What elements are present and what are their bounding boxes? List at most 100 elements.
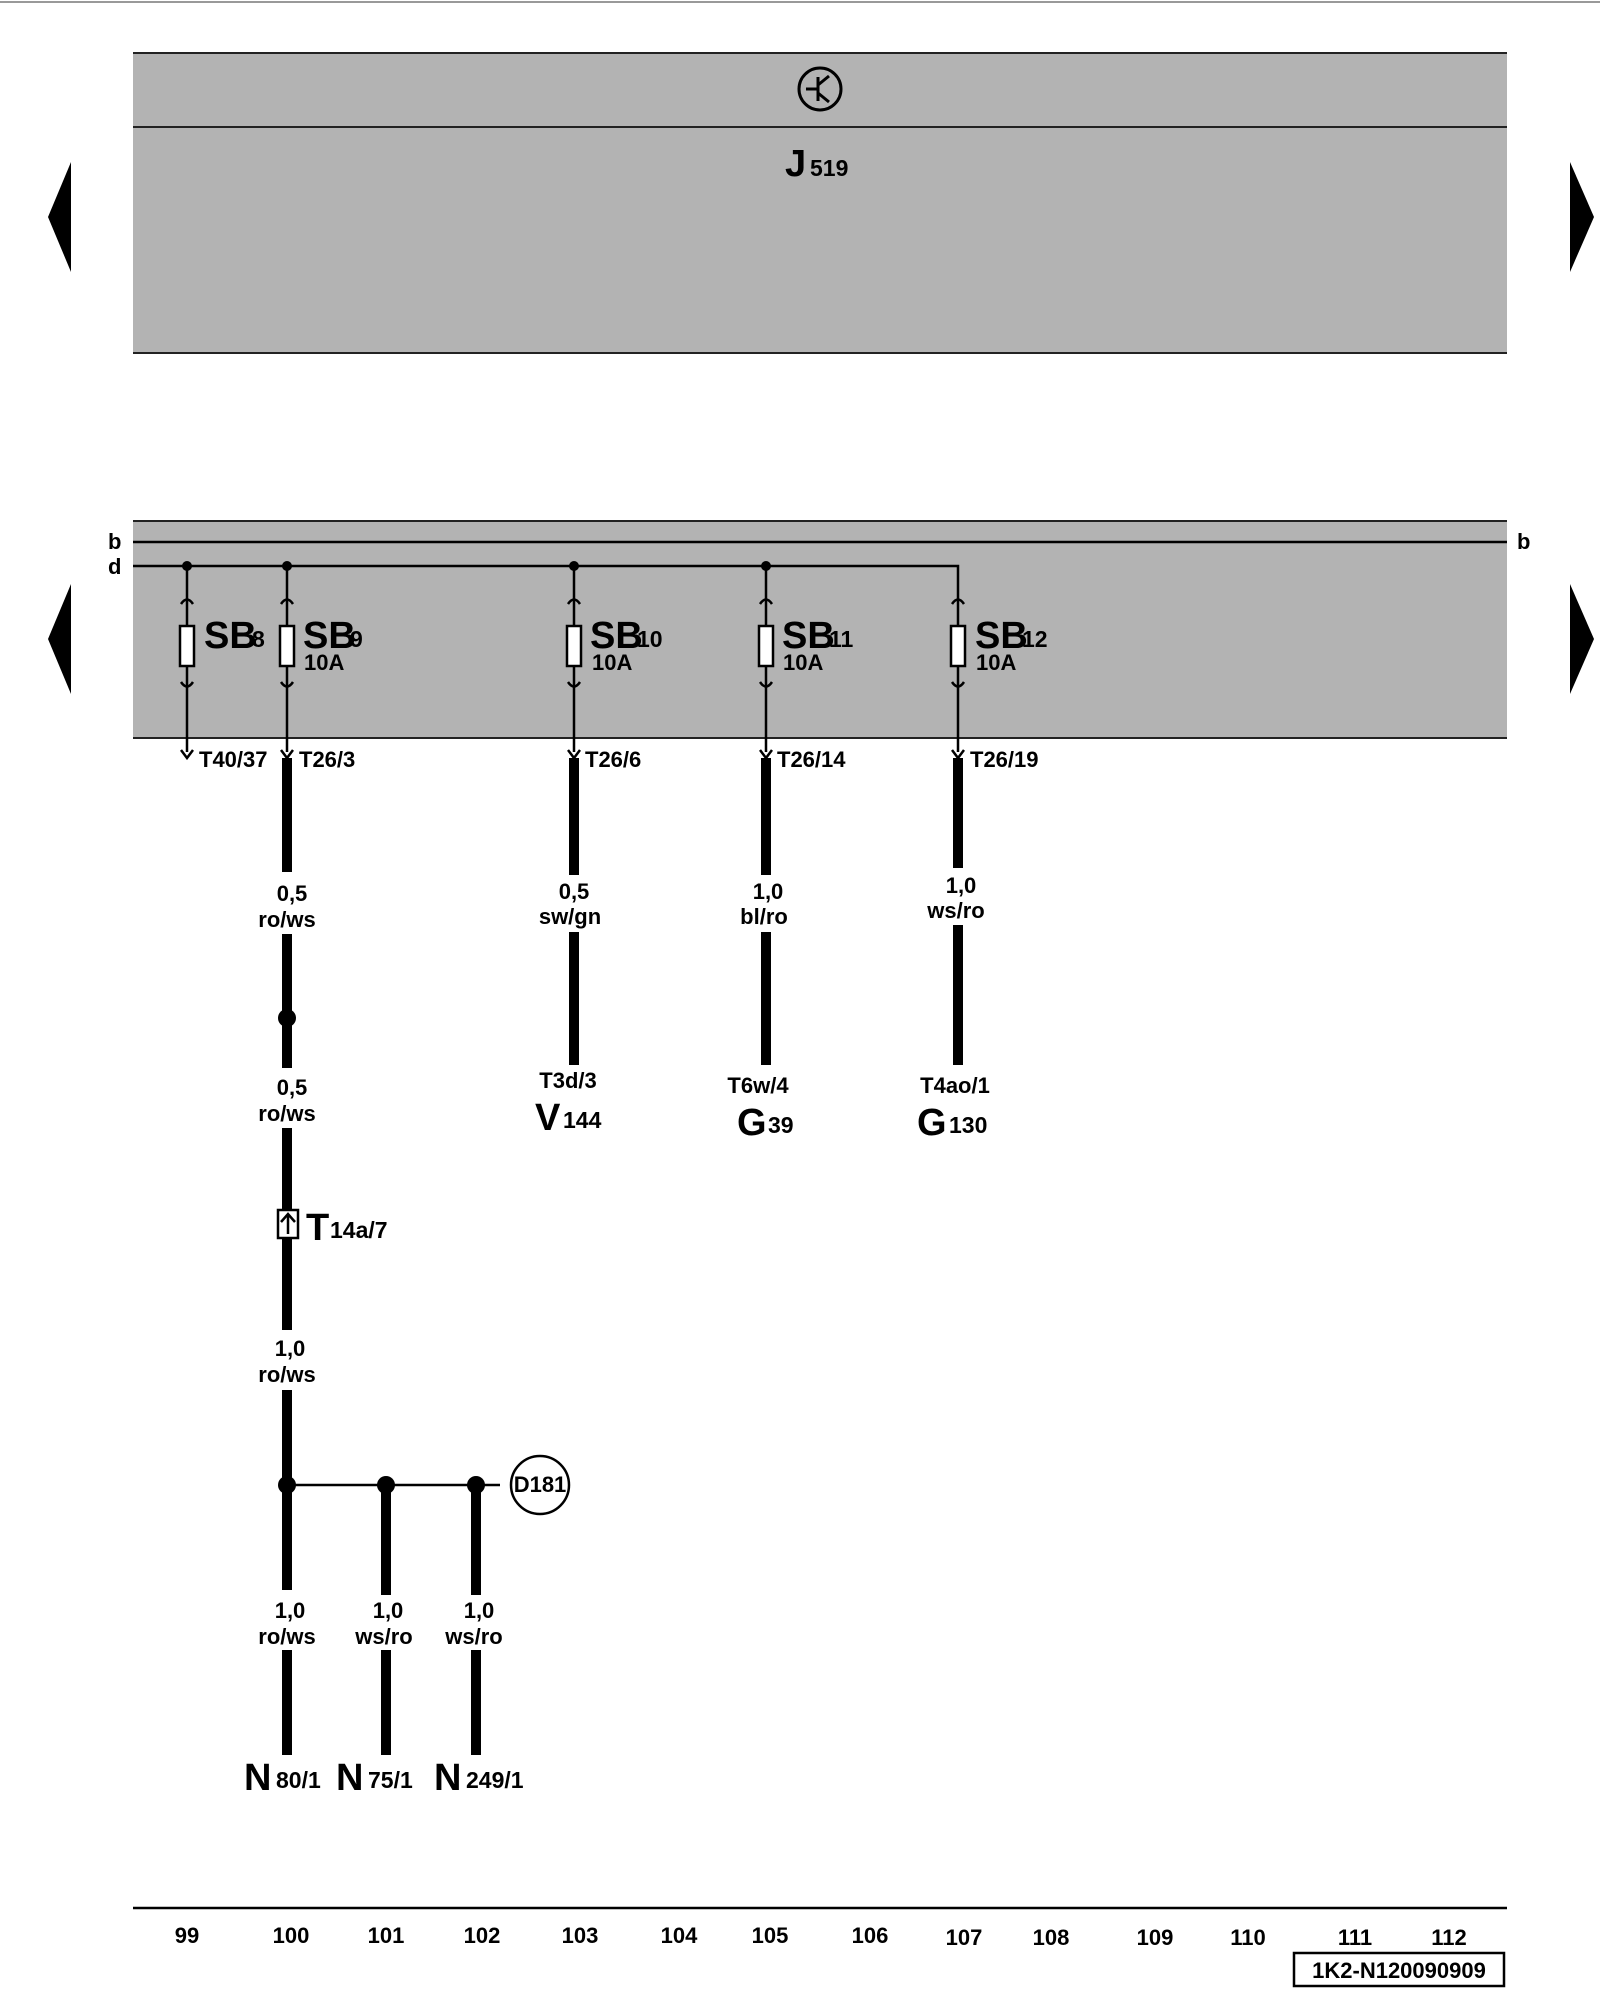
fuse-rating: 10A: [592, 650, 632, 675]
track-number: 108: [1033, 1925, 1070, 1950]
wire-sb10: 0,5 sw/gn: [539, 758, 601, 1065]
wire-sb11: 1,0 bl/ro: [740, 758, 788, 1065]
wire-n75: 1,0 ws/ro: [354, 1485, 413, 1755]
wire-gauge: 1,0: [373, 1598, 404, 1623]
track-number: 99: [175, 1923, 199, 1948]
fuse-name: SB: [204, 615, 257, 657]
wire-gauge: 0,5: [277, 1075, 308, 1100]
component-letter: G: [737, 1102, 767, 1144]
track-number: 101: [368, 1923, 405, 1948]
component-n75: N 75/1: [336, 1757, 413, 1799]
track-number: 102: [464, 1923, 501, 1948]
connector-label: T26/19: [970, 747, 1039, 772]
wire-gauge: 0,5: [559, 879, 590, 904]
wire-gauge: 1,0: [275, 1336, 306, 1361]
wire-gauge: 1,0: [464, 1598, 495, 1623]
fuse-rating: 10A: [304, 650, 344, 675]
wire-sb9-lower: 1,0 ro/ws: [258, 1238, 316, 1590]
separation-point-t14a: T 14a/7: [276, 1207, 388, 1249]
wire-color: ws/ro: [354, 1624, 412, 1649]
track-number: 104: [661, 1923, 698, 1948]
wire-color: ro/ws: [258, 907, 315, 932]
component-g130: T4ao/1 G 130: [917, 1073, 990, 1144]
fuse-number: 8: [252, 626, 265, 652]
track-number: 100: [273, 1923, 310, 1948]
wire-color: ro/ws: [258, 1362, 315, 1387]
component-pin: T6w/4: [727, 1073, 789, 1098]
wire-n249: 1,0 ws/ro: [444, 1485, 503, 1755]
fuse-name: SB: [975, 615, 1028, 657]
control-unit-number: 519: [810, 155, 848, 181]
component-number: 130: [949, 1112, 987, 1138]
fuse-sb11: SB 11 10A T26/14: [757, 566, 854, 772]
track-number: 103: [562, 1923, 599, 1948]
wire-gauge: 0,5: [277, 881, 308, 906]
separation-pin: 14a/7: [330, 1217, 388, 1243]
connector-label: T26/14: [777, 747, 846, 772]
diagram-code: 1K2-N120090909: [1312, 1958, 1486, 1983]
component-letter: V: [535, 1097, 561, 1139]
diagram-code-box: 1K2-N120090909: [1292, 1951, 1506, 1988]
bus-label-d: d: [108, 554, 121, 579]
fuse-rating: 10A: [976, 650, 1016, 675]
track-number: 112: [1431, 1925, 1467, 1950]
electronic-unit-icon: [797, 66, 843, 112]
fuse-name: SB: [590, 615, 643, 657]
separation-letter: T: [306, 1207, 329, 1249]
wire-sb9: 0,5 ro/ws 0,5 ro/ws: [258, 758, 316, 1210]
component-n249: N 249/1: [434, 1757, 524, 1799]
connector-label: T26/6: [585, 747, 641, 772]
component-number: 249/1: [466, 1767, 524, 1793]
component-letter: N: [336, 1757, 363, 1799]
component-number: 75/1: [368, 1767, 413, 1793]
fuse-sb10: SB 10 10A T26/6: [565, 566, 663, 772]
previous-page-arrow-bottom[interactable]: [48, 584, 71, 694]
fuse-rating: 10A: [783, 650, 823, 675]
fuse-name: SB: [782, 615, 835, 657]
wire-gauge: 1,0: [946, 873, 977, 898]
connector-label: T26/3: [299, 747, 355, 772]
track-number: 111: [1338, 1925, 1372, 1950]
fuse-number: 10: [637, 626, 663, 652]
fuse-number: 11: [829, 626, 854, 652]
component-letter: G: [917, 1102, 947, 1144]
wire-color: ro/ws: [258, 1624, 315, 1649]
wire-color: sw/gn: [539, 904, 601, 929]
component-letter: N: [244, 1757, 271, 1799]
component-number: 144: [563, 1107, 602, 1133]
fuse-sb9: SB 9 10A T26/3: [278, 566, 363, 772]
component-g39: T6w/4 G 39: [727, 1073, 793, 1144]
wire-color: ro/ws: [258, 1101, 315, 1126]
wire-n80: 1,0 ro/ws: [258, 1598, 316, 1755]
bus-label-b-right: b: [1517, 529, 1530, 554]
fuse-panel: b b d: [108, 520, 1530, 739]
component-letter: N: [434, 1757, 461, 1799]
wire-color: ws/ro: [926, 898, 984, 923]
fuse-number: 9: [350, 626, 363, 652]
fuse-name: SB: [303, 615, 356, 657]
component-number: 80/1: [276, 1767, 321, 1793]
track-number: 107: [946, 1925, 983, 1950]
splice-d181: D181: [278, 1454, 571, 1516]
connector-label: T40/37: [199, 747, 268, 772]
previous-page-arrow-top[interactable]: [48, 162, 71, 272]
next-page-arrow-top[interactable]: [1570, 162, 1594, 272]
splice-label: D181: [514, 1472, 567, 1497]
component-pin: T4ao/1: [920, 1073, 990, 1098]
component-v144: T3d/3 V 144: [535, 1068, 602, 1139]
component-number: 39: [768, 1112, 794, 1138]
component-pin: T3d/3: [539, 1068, 596, 1093]
track-number: 110: [1230, 1925, 1266, 1950]
component-n80: N 80/1: [244, 1757, 321, 1799]
track-number: 106: [852, 1923, 889, 1948]
track-number: 109: [1137, 1925, 1174, 1950]
bus-label-b-left: b: [108, 529, 121, 554]
wire-gauge: 1,0: [753, 879, 784, 904]
fuse-sb12: SB 12 10A T26/19: [949, 580, 1048, 772]
track-numbers: 99 100 101 102 103 104 105 106 107 108 1…: [175, 1923, 1467, 1950]
fuse-sb8: SB 8 T40/37: [178, 566, 268, 772]
next-page-arrow-bottom[interactable]: [1570, 584, 1594, 694]
control-unit-panel: J 519: [133, 52, 1507, 354]
wire-color: ws/ro: [444, 1624, 502, 1649]
